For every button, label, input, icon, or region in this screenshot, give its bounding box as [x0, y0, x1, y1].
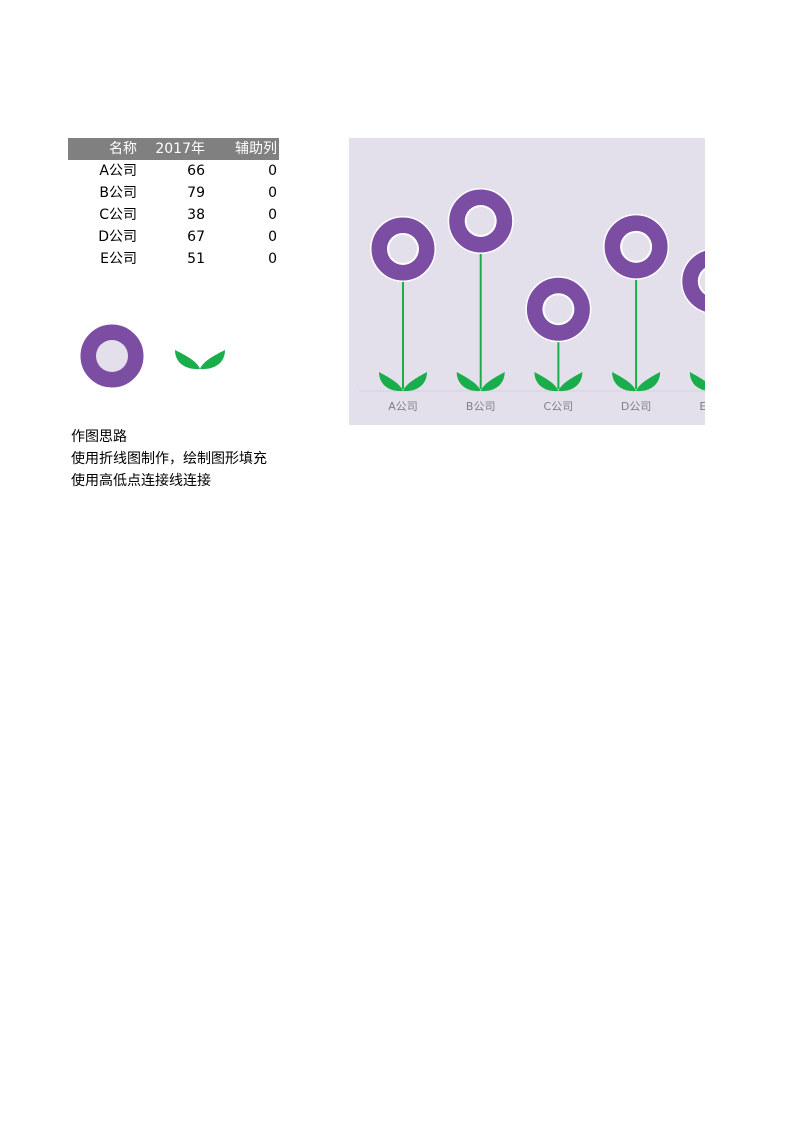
header-aux: 辅助列 — [235, 141, 277, 157]
donut-ring-icon — [80, 324, 144, 388]
leaf-marker — [534, 372, 559, 392]
donut-marker — [371, 217, 435, 281]
cell-year: 67 — [187, 229, 205, 245]
table-row: E公司 51 0 — [68, 248, 279, 270]
plot-area: A公司 B公司 C公司 D公司 E公司 — [370, 187, 705, 413]
cell-year: 66 — [187, 163, 205, 179]
cell-year: 38 — [187, 207, 205, 223]
leaf-marker — [612, 372, 637, 392]
donut-marker-hole — [544, 295, 573, 324]
leaf-marker — [689, 372, 705, 391]
note-title: 作图思路 — [71, 429, 127, 445]
table-row: B公司 79 0 — [68, 182, 279, 204]
cell-name: B公司 — [99, 185, 137, 201]
cell-name: D公司 — [98, 229, 137, 245]
cell-name: A公司 — [99, 163, 137, 179]
leaf-marker — [480, 372, 505, 392]
donut-marker — [449, 189, 513, 253]
marker-shapes-svg — [80, 324, 225, 388]
flower-chart[interactable]: A公司 B公司 C公司 D公司 E公司 — [349, 138, 705, 425]
notes: 作图思路 使用折线图制作，绘制图形填充 使用高低点连接线连接 — [71, 426, 267, 492]
cell-name: E公司 — [100, 251, 137, 267]
cell-year: 79 — [187, 185, 205, 201]
chart-svg: A公司 B公司 C公司 D公司 E公司 — [349, 138, 705, 425]
table-row: A公司 66 0 — [68, 160, 279, 182]
cell-aux: 0 — [268, 185, 277, 201]
leaf-marker — [636, 372, 661, 392]
table-header-row: 名称 2017年 辅助列 — [68, 138, 279, 160]
leaf-pair-icon — [175, 350, 225, 370]
category-label: D公司 — [621, 400, 651, 413]
donut-marker-hole — [699, 270, 705, 293]
table-row: D公司 67 0 — [68, 226, 279, 248]
cell-aux: 0 — [268, 229, 277, 245]
donut-marker — [526, 277, 590, 341]
cell-aux: 0 — [268, 251, 277, 267]
note-connector: 使用高低点连接线连接 — [71, 473, 211, 489]
donut-marker — [682, 251, 705, 312]
leaf-marker — [456, 372, 481, 392]
cell-name: C公司 — [99, 207, 137, 223]
category-label: C公司 — [544, 400, 574, 413]
cell-year: 51 — [187, 251, 205, 267]
donut-marker-hole — [622, 232, 651, 261]
category-label: A公司 — [388, 400, 418, 413]
leaf-marker — [379, 372, 403, 392]
donut-marker-hole — [466, 206, 495, 235]
donut-marker — [604, 215, 668, 279]
table-row: C公司 38 0 — [68, 204, 279, 226]
leaf-marker — [403, 372, 427, 392]
header-name: 名称 — [109, 141, 137, 157]
header-year: 2017年 — [155, 141, 205, 157]
cell-aux: 0 — [268, 207, 277, 223]
category-label: B公司 — [466, 400, 496, 413]
leaf-marker — [558, 372, 583, 392]
category-label: E公司 — [699, 400, 705, 413]
note-method: 使用折线图制作，绘制图形填充 — [71, 451, 267, 467]
data-table: 名称 2017年 辅助列 A公司 66 0 B公司 79 0 C公司 38 0 … — [68, 138, 279, 270]
donut-marker-hole — [389, 234, 417, 263]
cell-aux: 0 — [268, 163, 277, 179]
marker-shapes — [78, 322, 238, 392]
